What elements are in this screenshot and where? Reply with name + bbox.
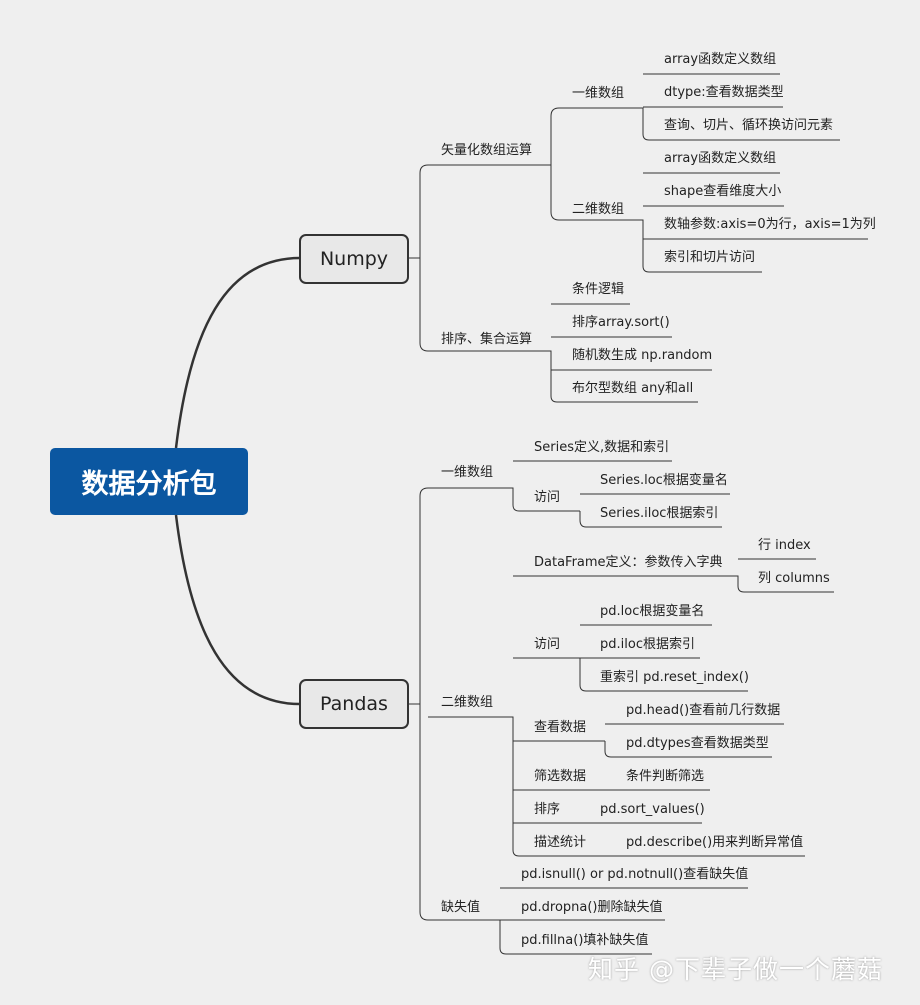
pd-df-item: 列 columns xyxy=(758,571,830,586)
connector-pandas-branches xyxy=(408,487,500,921)
connector-pd-2d xyxy=(500,575,722,857)
pd-2d-access-label: 访问 xyxy=(534,637,561,652)
pd-view-item: pd.head()查看前几行数据 xyxy=(626,703,781,718)
connector-root-pandas xyxy=(174,514,301,706)
connector-pd-1d-access xyxy=(579,493,730,528)
connector-np-sort xyxy=(535,303,712,403)
node-numpy: Numpy xyxy=(299,234,409,284)
pd-2d-access-item: pd.iloc根据索引 xyxy=(600,637,695,652)
connector-vector xyxy=(535,107,628,221)
pd-series-def: Series定义,数据和索引 xyxy=(534,440,670,455)
np-1d-item: 查询、切片、循环换访问元素 xyxy=(664,118,834,133)
np-1d-item: array函数定义数组 xyxy=(664,52,777,67)
np-sort-item: 排序array.sort() xyxy=(572,315,670,330)
connector-pd-df xyxy=(722,558,834,593)
pd-missing-label: 缺失值 xyxy=(441,900,481,915)
pd-2d-access-item: pd.loc根据变量名 xyxy=(600,604,705,619)
pd-1d-access-label: 访问 xyxy=(534,490,561,505)
pd-filter-label: 筛选数据 xyxy=(534,769,587,784)
pd-stats-label: 描述统计 xyxy=(534,835,587,850)
np-sort-item: 随机数生成 np.random xyxy=(572,348,713,363)
np-sort-item: 条件逻辑 xyxy=(572,282,625,297)
np-sort-label: 排序、集合运算 xyxy=(441,332,533,347)
np-1d-label: 一维数组 xyxy=(572,86,625,101)
pd-filter-item: 条件判断筛选 xyxy=(626,769,705,784)
pd-1d-access-item: Series.iloc根据索引 xyxy=(600,506,719,521)
pd-1d-label: 一维数组 xyxy=(441,465,494,480)
connector-pd-1d xyxy=(500,460,672,512)
pd-2d-access-item: 重索引 pd.reset_index() xyxy=(600,670,749,685)
connector-np-2d xyxy=(628,172,868,273)
np-1d-item: dtype:查看数据类型 xyxy=(664,85,784,100)
np-2d-item: 索引和切片访问 xyxy=(664,250,756,265)
watermark: 知乎 @下辈子做一个蘑菇 xyxy=(588,955,883,984)
pd-missing-item: pd.dropna()删除缺失值 xyxy=(521,900,663,915)
node-pandas: Pandas xyxy=(299,679,409,729)
np-2d-item: 数轴参数:axis=0为行，axis=1为列 xyxy=(664,217,876,232)
np-2d-item: array函数定义数组 xyxy=(664,151,777,166)
np-2d-label: 二维数组 xyxy=(572,202,625,217)
pd-df-item: 行 index xyxy=(758,538,811,553)
connector-pd-view xyxy=(604,723,784,758)
connector-np-1d xyxy=(628,73,840,141)
pd-1d-access-item: Series.loc根据变量名 xyxy=(600,473,728,488)
pd-stats-item: pd.describe()用来判断异常值 xyxy=(626,835,804,850)
pd-2d-label: 二维数组 xyxy=(441,695,494,710)
pd-sort-item: pd.sort_values() xyxy=(600,802,705,817)
pd-df-def: DataFrame定义：参数传入字典 xyxy=(534,555,723,570)
connector-numpy-branches xyxy=(408,164,535,352)
pd-sort-label: 排序 xyxy=(534,802,561,817)
pd-missing-item: pd.isnull() or pd.notnull()查看缺失值 xyxy=(521,867,749,882)
pd-missing-item: pd.fillna()填补缺失值 xyxy=(521,933,649,948)
np-2d-item: shape查看维度大小 xyxy=(664,184,782,199)
connector-root-numpy xyxy=(174,256,301,449)
pd-view-label: 查看数据 xyxy=(534,720,587,735)
np-sort-item: 布尔型数组 any和all xyxy=(572,381,694,396)
connector-pd-missing xyxy=(499,887,748,955)
root-node: 数据分析包 xyxy=(50,448,248,515)
pd-view-item: pd.dtypes查看数据类型 xyxy=(626,736,769,751)
connector-pd-access xyxy=(579,624,748,692)
np-vector-label: 矢量化数组运算 xyxy=(441,143,533,158)
